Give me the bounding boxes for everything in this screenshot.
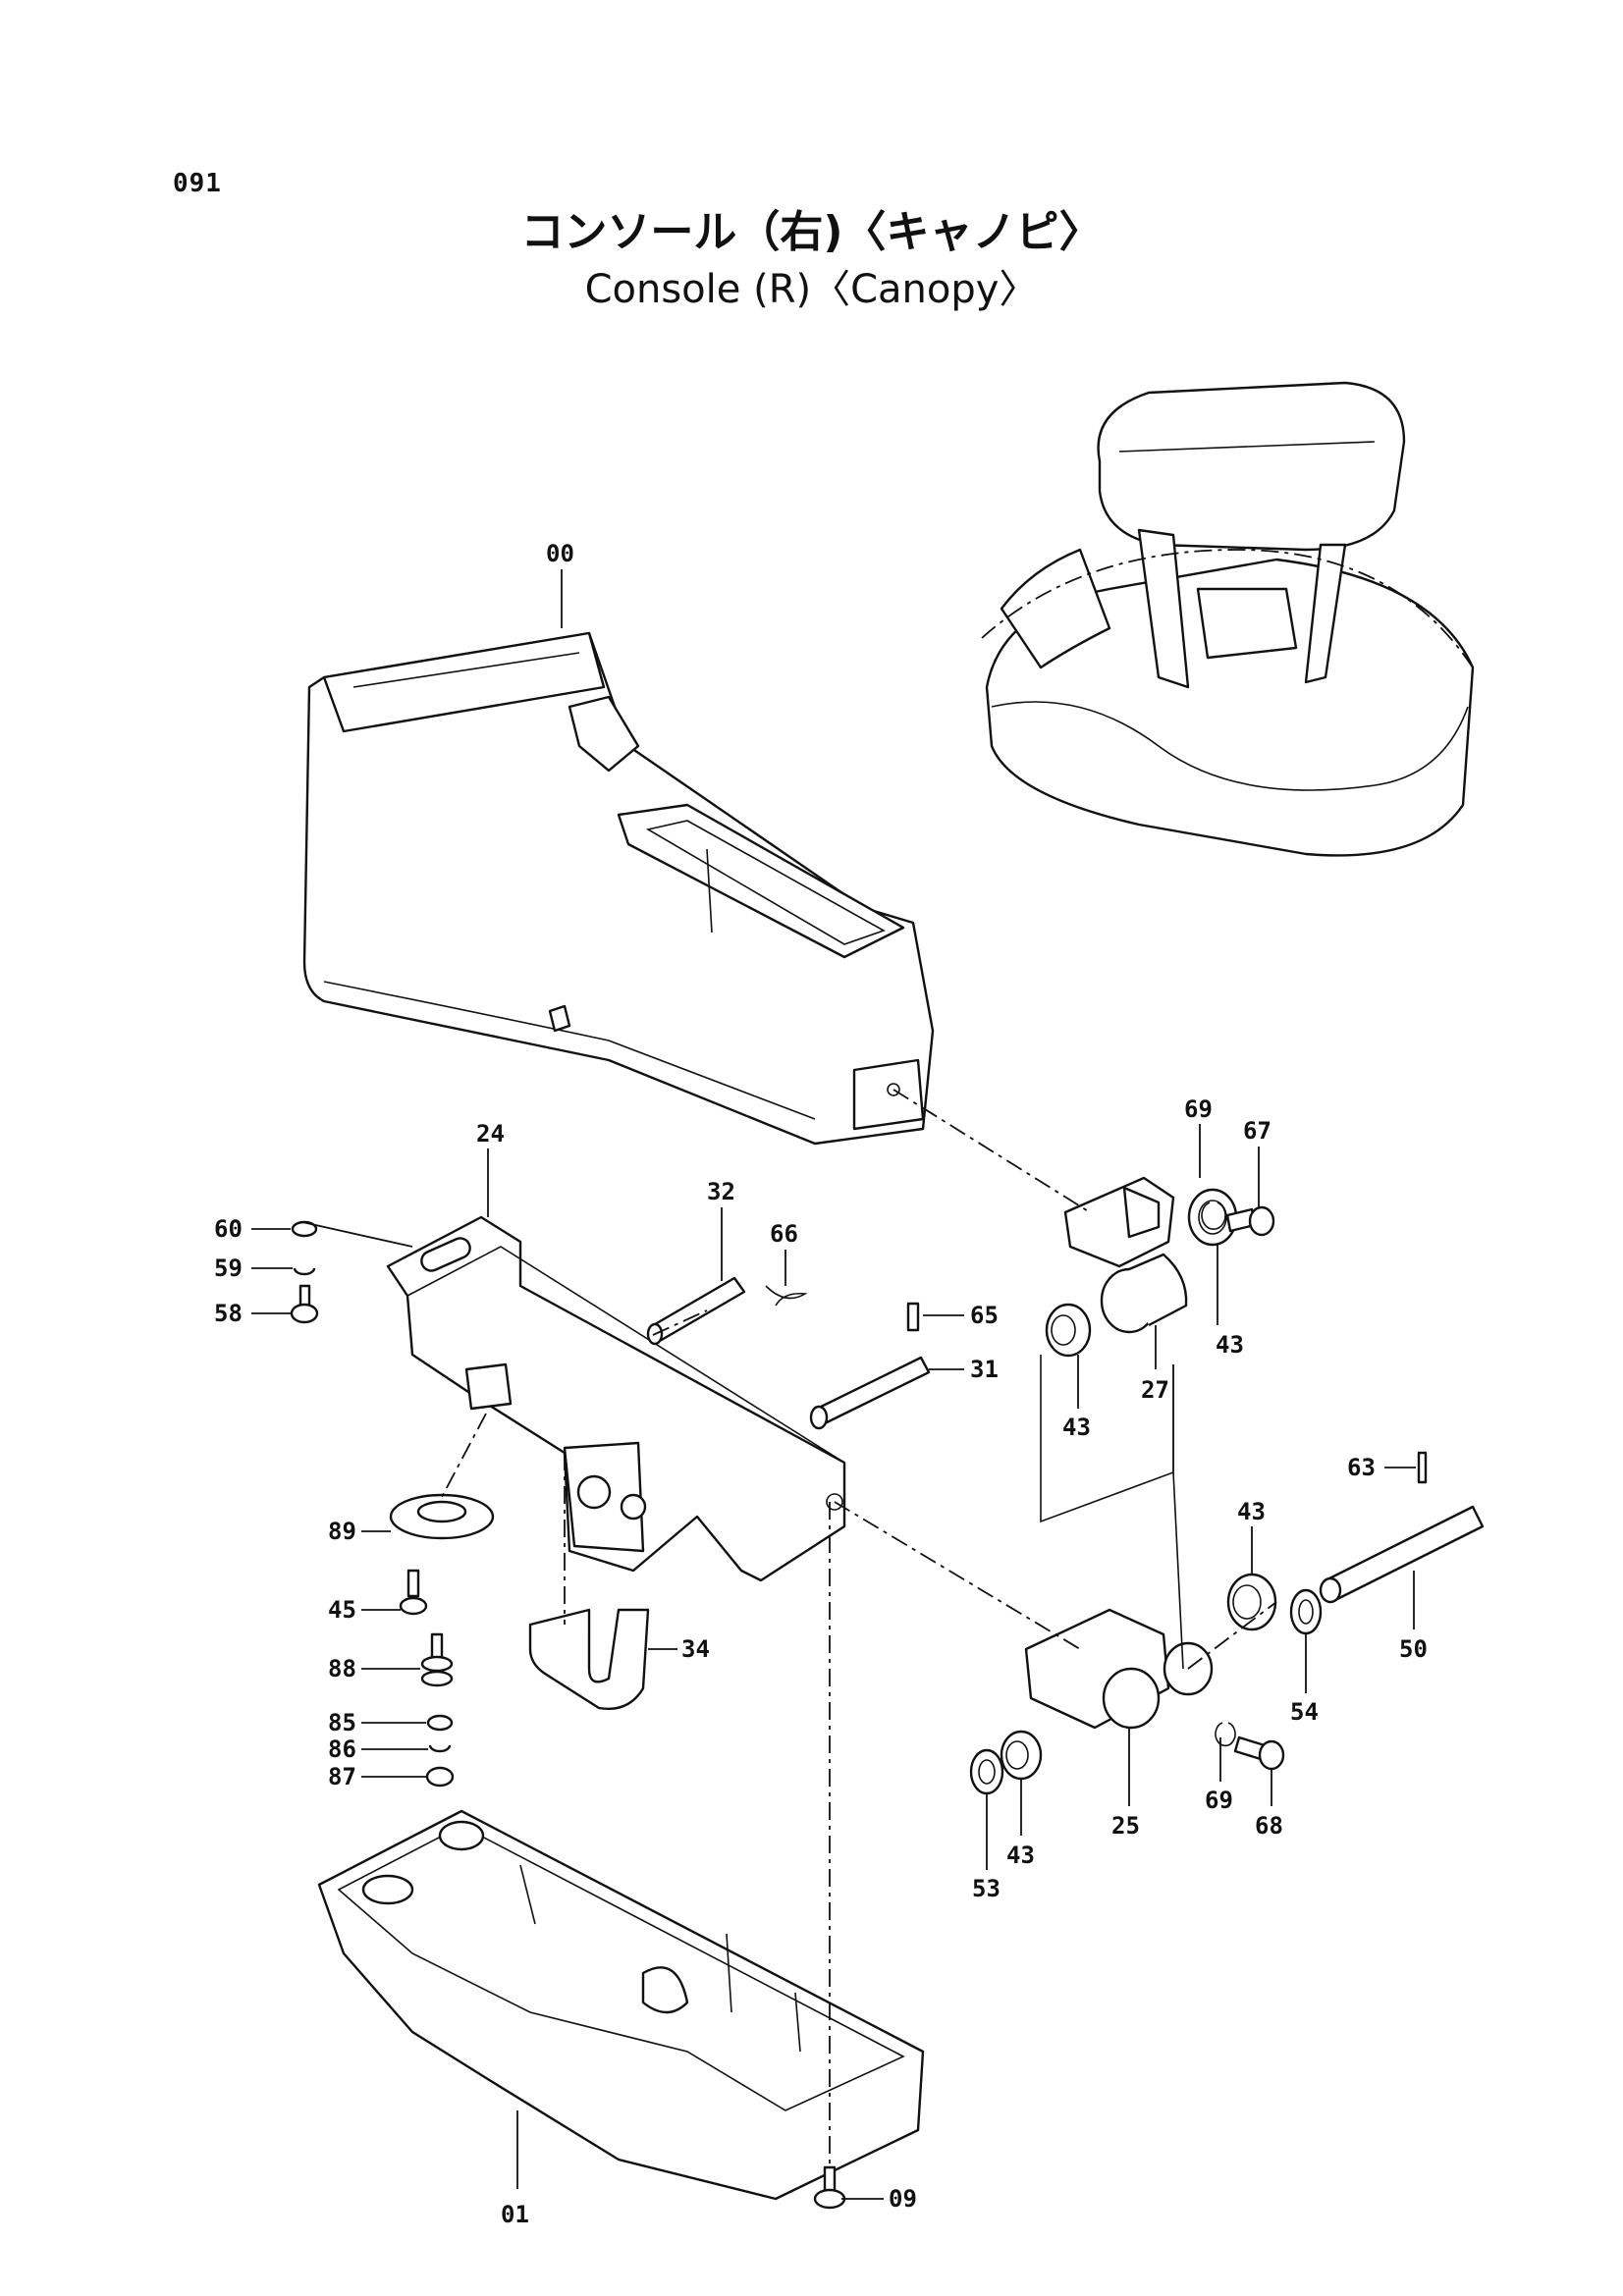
label-63: 63 xyxy=(1347,1454,1376,1481)
label-32: 32 xyxy=(707,1178,735,1205)
label-89: 89 xyxy=(328,1518,356,1545)
label-24: 24 xyxy=(476,1120,505,1148)
pin-31 xyxy=(809,1356,931,1430)
pin-63 xyxy=(1417,1451,1428,1484)
pin-65 xyxy=(906,1302,920,1332)
console-body-00 xyxy=(302,631,935,1146)
label-31: 31 xyxy=(970,1356,999,1383)
washer-54 xyxy=(1289,1588,1323,1635)
label-25: 25 xyxy=(1111,1812,1140,1840)
washer-85 xyxy=(426,1714,454,1732)
label-66: 66 xyxy=(770,1220,798,1248)
sleeve-27 xyxy=(1100,1253,1188,1334)
bolt-68 xyxy=(1233,1735,1285,1771)
label-59: 59 xyxy=(214,1255,243,1282)
nut-87 xyxy=(425,1766,455,1788)
label-67: 67 xyxy=(1243,1117,1271,1145)
pin-32 xyxy=(646,1276,746,1346)
label-88: 88 xyxy=(328,1655,356,1682)
machine-overview-illustration xyxy=(981,381,1475,857)
label-60: 60 xyxy=(214,1215,243,1243)
bracket-27 xyxy=(1063,1176,1175,1268)
label-09: 09 xyxy=(889,2185,917,2213)
label-53: 53 xyxy=(972,1875,1001,1902)
label-85: 85 xyxy=(328,1709,356,1736)
label-01: 01 xyxy=(501,2201,529,2228)
label-50: 50 xyxy=(1399,1635,1428,1663)
washer-53 xyxy=(969,1748,1004,1795)
spring-washer-59 xyxy=(293,1267,316,1276)
bolt-67 xyxy=(1225,1205,1275,1237)
label-27: 27 xyxy=(1141,1376,1169,1404)
assembly-lines xyxy=(441,1089,1277,2164)
label-87: 87 xyxy=(328,1763,356,1790)
bushing-43-d xyxy=(1000,1730,1043,1781)
circlip-69-a xyxy=(1201,1201,1226,1230)
cotter-pin-66 xyxy=(765,1285,808,1307)
frame-bracket-24 xyxy=(386,1215,846,1582)
label-58: 58 xyxy=(214,1300,243,1327)
label-86: 86 xyxy=(328,1735,356,1763)
label-00: 00 xyxy=(546,540,574,567)
label-68: 68 xyxy=(1255,1812,1283,1840)
bushing-43-b xyxy=(1045,1303,1092,1358)
label-43-c: 43 xyxy=(1237,1498,1266,1525)
spring-washer-86 xyxy=(428,1744,452,1753)
bracket-25 xyxy=(1024,1608,1214,1730)
label-65: 65 xyxy=(970,1302,999,1329)
label-34: 34 xyxy=(681,1635,710,1663)
page-number: 091 xyxy=(173,169,222,198)
title-english: Console (R)〈Canopy〉 xyxy=(584,267,1039,312)
bolt-58 xyxy=(290,1284,319,1324)
title-japanese: コンソール（右)〈キャノピ〉 xyxy=(520,207,1103,257)
label-69-a: 69 xyxy=(1184,1095,1213,1123)
label-45: 45 xyxy=(328,1596,356,1624)
bracket-34 xyxy=(528,1608,650,1710)
stud-88 xyxy=(420,1632,454,1687)
part-labels: 00 01 09 24 25 27 31 32 34 43 43 43 43 4… xyxy=(214,540,1428,2228)
shaft-50 xyxy=(1319,1505,1485,1604)
mount-89 xyxy=(389,1493,495,1540)
label-54: 54 xyxy=(1290,1698,1319,1726)
bolt-45 xyxy=(399,1569,428,1616)
leader-lines xyxy=(251,569,1416,2200)
lower-cover-01 xyxy=(317,1809,925,2201)
label-43-a: 43 xyxy=(1216,1331,1244,1359)
label-69-b: 69 xyxy=(1205,1787,1233,1814)
circlip-69-b xyxy=(1215,1722,1236,1747)
label-43-b: 43 xyxy=(1062,1414,1091,1441)
label-43-d: 43 xyxy=(1006,1842,1035,1869)
